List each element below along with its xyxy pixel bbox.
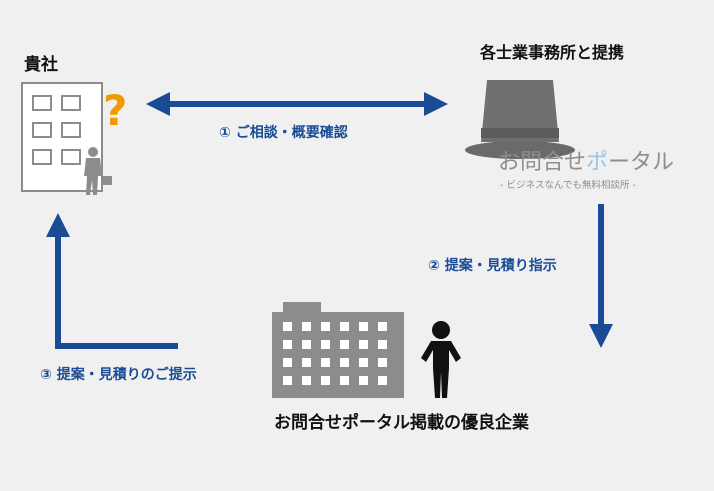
portal-logo: お問合せポータル [498,144,674,176]
company-label: お問合せポータル掲載の優良企業 [274,413,529,433]
question-mark-icon: ? [103,86,128,135]
step3-arrow [46,213,178,349]
logo-tagline: - ビジネスなんでも無料相談所 - [500,180,636,191]
logo-text-part3: ータル [608,150,675,175]
standing-person-icon [421,321,461,398]
step3-label: ③ 提案・見積りのご提示 [40,367,197,383]
step2-label: ② 提案・見積り指示 [428,258,557,274]
logo-text-accent: ポ [586,150,609,175]
logo-text-part1: お問合せ [498,150,587,175]
step1-label: ① ご相談・概要確認 [219,125,348,141]
client-label: 貴社 [24,55,58,75]
businessman-icon [84,147,112,195]
partner-label: 各士業事務所と提携 [480,43,625,62]
company-building-icon [272,302,404,398]
client-building-icon [21,82,103,192]
top-hat-icon [465,80,575,159]
